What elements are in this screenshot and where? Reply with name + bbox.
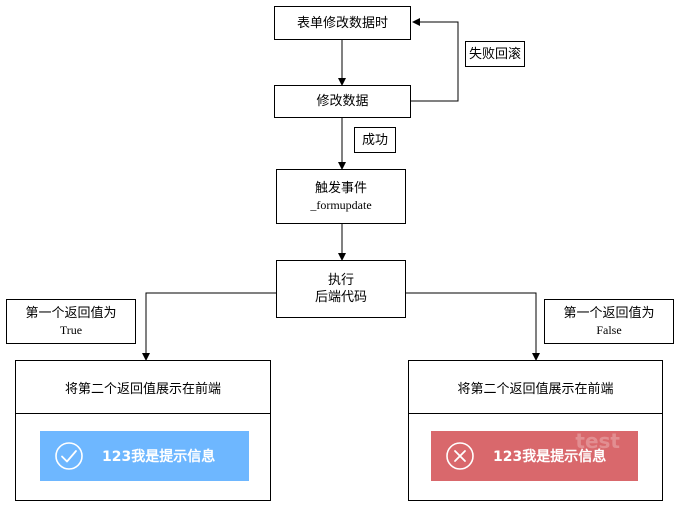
panel-show-second-return-true: 将第二个返回值展示在前端 123我是提示信息: [15, 360, 271, 501]
label-first-return-false-line2: False: [596, 322, 622, 337]
ghost-text: test: [575, 429, 620, 453]
label-first-return-true-line1: 第一个返回值为: [25, 305, 117, 321]
x-circle-icon: [446, 442, 474, 470]
node-modify-data: 修改数据: [274, 85, 411, 118]
label-first-return-true-line2: True: [59, 322, 83, 337]
arrow-rollback: [411, 18, 459, 102]
arrow-exec-to-right: [406, 292, 540, 361]
node-form-modify-data: 表单修改数据时: [274, 6, 411, 40]
check-circle-icon: [55, 442, 83, 470]
node-trigger-event-line2: _formupdate: [310, 197, 372, 212]
label-fail-rollback: 失败回滚: [465, 41, 525, 67]
node-execute-backend: 执行 后端代码: [276, 260, 406, 318]
label-success: 成功: [354, 127, 396, 153]
panel-title: 将第二个返回值展示在前端: [409, 361, 662, 414]
success-toast-text: 123我是提示信息: [102, 449, 216, 465]
node-execute-backend-line2: 后端代码: [314, 290, 367, 305]
node-form-modify-data-label: 表单修改数据时: [296, 15, 388, 31]
arrow-exec-to-left: [142, 292, 276, 361]
error-toast: test 123我是提示信息: [431, 429, 638, 481]
label-fail-rollback-text: 失败回滚: [468, 46, 521, 62]
node-modify-data-label: 修改数据: [316, 94, 369, 109]
success-toast: 123我是提示信息: [40, 431, 249, 481]
label-first-return-false-line1: 第一个返回值为: [563, 305, 655, 321]
node-trigger-event: 触发事件 _formupdate: [276, 169, 406, 224]
node-execute-backend-line1: 执行: [327, 273, 354, 288]
label-first-return-true: 第一个返回值为 True: [6, 299, 136, 344]
node-trigger-event-line1: 触发事件: [314, 180, 367, 196]
panel-title: 将第二个返回值展示在前端: [16, 361, 270, 414]
error-toast-text: 123我是提示信息: [493, 449, 607, 465]
label-first-return-false: 第一个返回值为 False: [544, 299, 674, 344]
panel-show-second-return-false: 将第二个返回值展示在前端 test 123我是提示信息: [408, 360, 663, 501]
label-success-text: 成功: [361, 132, 388, 148]
